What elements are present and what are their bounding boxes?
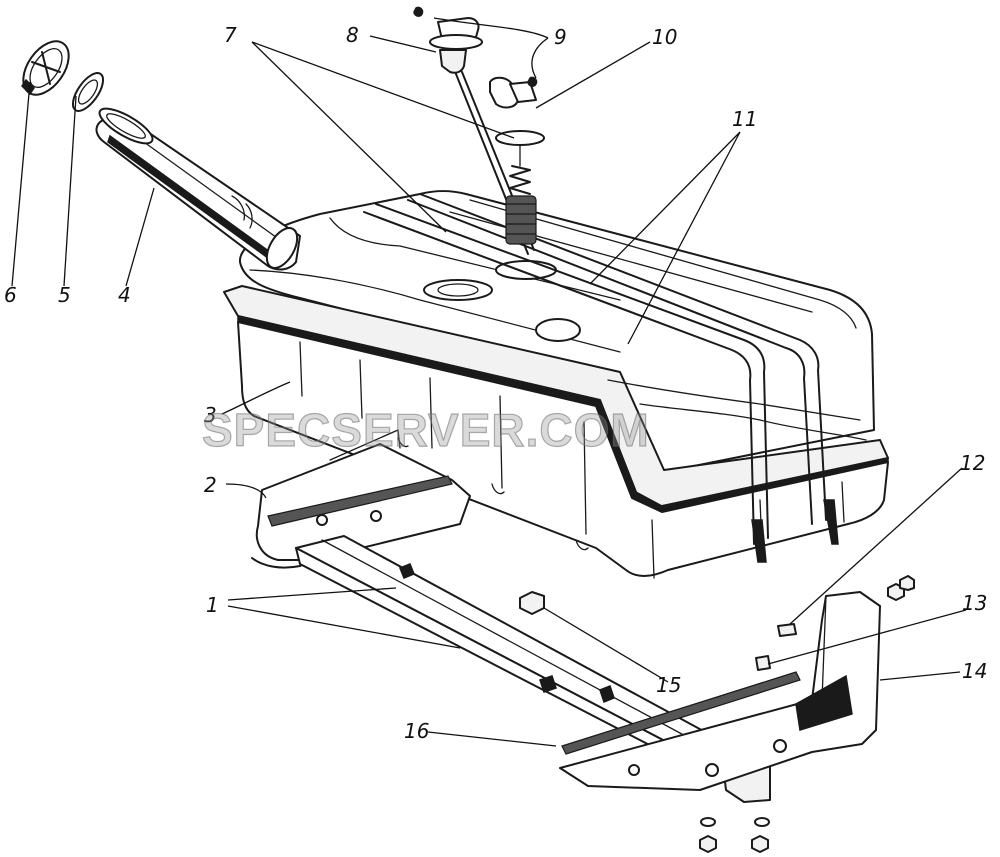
- callout-13: 13: [962, 591, 987, 615]
- watermark: SPECSERVER.COM: [202, 404, 650, 456]
- bolt-12: [777, 623, 797, 637]
- nuts-washers: [699, 575, 915, 853]
- callout-15: 15: [656, 673, 681, 697]
- callout-14: 14: [962, 659, 987, 683]
- callout-2: 2: [204, 473, 217, 497]
- callout-4: 4: [118, 283, 131, 307]
- callout-10: 10: [652, 25, 677, 49]
- tank-support-bracket-right: [559, 591, 881, 791]
- filler-cap: [21, 40, 70, 96]
- leader-lines: [11, 17, 967, 747]
- callout-11: 11: [732, 107, 757, 131]
- callout-numbers: 1 2 3 4 5 6 7 8 9 10 11 12 13 14 15 16: [4, 23, 987, 743]
- bolt-15: [519, 591, 545, 615]
- callout-7: 7: [224, 23, 237, 47]
- filler-neck: [95, 107, 301, 271]
- callout-9: 9: [554, 25, 567, 49]
- callout-3: 3: [204, 403, 217, 427]
- fuel-gauge-sender: [413, 6, 535, 255]
- callout-6: 6: [4, 283, 17, 307]
- callout-16: 16: [404, 719, 429, 743]
- bolt-13: [755, 655, 771, 671]
- tank-support-bracket-left: [251, 429, 471, 569]
- fuel-intake-assembly: [489, 76, 545, 245]
- cross-member: [295, 535, 771, 803]
- callout-12: 12: [960, 451, 985, 475]
- callout-5: 5: [58, 283, 71, 307]
- callout-8: 8: [346, 23, 359, 47]
- callout-1: 1: [206, 593, 219, 617]
- tank-straps: [363, 193, 839, 563]
